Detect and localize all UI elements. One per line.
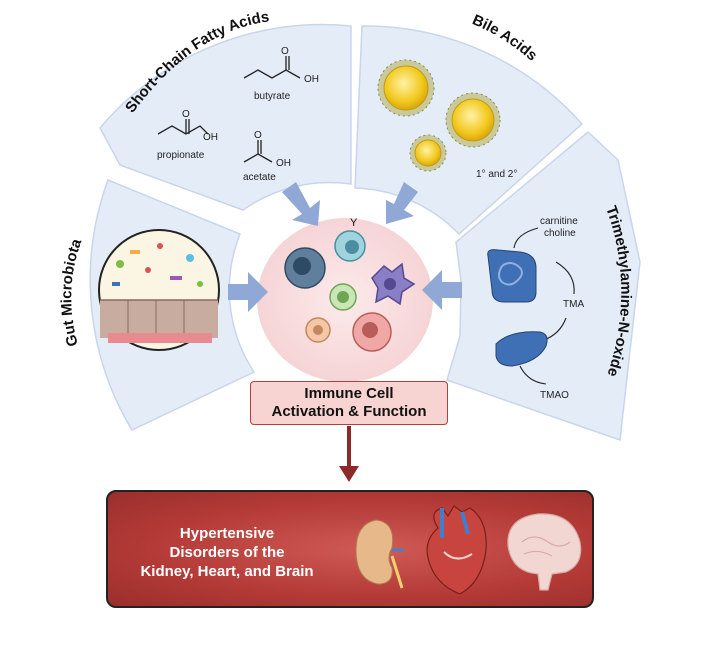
immune-cell-b-cell: [334, 230, 366, 262]
immune-activation-line-1: Immune Cell: [304, 385, 394, 402]
arrow-from-bile: [386, 182, 418, 224]
immune-cell-neutrophil: [352, 312, 392, 352]
liver-icon: [495, 331, 548, 367]
tmao-panel: [446, 131, 641, 442]
immune-activation-line-2: Activation & Function: [271, 403, 427, 420]
acetate-label: acetate: [243, 172, 276, 183]
scfa-panel: [99, 23, 352, 211]
propionate-structure: [157, 119, 209, 135]
immune-cell-macrophage: [284, 247, 326, 289]
immune-activation-box: Immune Cell Activation & Function: [250, 381, 448, 425]
immune-cell-dendritic: [371, 262, 416, 306]
down-arrow-head: [339, 466, 359, 482]
propionate-label: propionate: [157, 150, 205, 161]
arrow-from-scfa: [282, 182, 320, 226]
kidney-icon: [355, 519, 404, 589]
heart-icon: [426, 505, 487, 595]
arrow-from-tmao: [422, 270, 462, 310]
bile-note: 1° and 2°: [476, 169, 517, 180]
acetate-oh: OH: [276, 158, 291, 169]
tmao-arrow-2: [555, 261, 575, 295]
arrow-from-gut: [228, 272, 268, 312]
tma-label: TMA: [563, 299, 584, 310]
gut-microbiota-illustration: [98, 229, 220, 351]
outcome-line-2: Disorders of the: [169, 544, 285, 561]
outcome-line-1: Hypertensive: [179, 525, 275, 542]
butyrate-o: O: [281, 46, 289, 57]
propionate-o: O: [182, 109, 190, 120]
bile-acid-particle-large: [377, 59, 435, 117]
butyrate-oh: OH: [304, 74, 319, 85]
bile-acid-particle-medium: [445, 92, 501, 148]
acetate-o: O: [254, 130, 262, 141]
butyrate-structure: [243, 56, 301, 79]
tmao-arrow-1: [513, 227, 539, 249]
butyrate-label: butyrate: [254, 91, 291, 102]
tmao-arrow-4: [519, 365, 547, 385]
intestine-icon: [487, 249, 537, 303]
outcome-panel: Hypertensive Disorders of the Kidney, He…: [106, 490, 594, 608]
brain-icon: [507, 513, 582, 591]
organ-illustrations: [355, 505, 582, 595]
gut-title: Gut Microbiota: [58, 236, 85, 348]
acetate-structure: [243, 140, 273, 163]
outcome-line-3: Kidney, Heart, and Brain: [140, 563, 314, 580]
choline-label: choline: [544, 228, 576, 239]
immune-cell-monocyte: [305, 317, 331, 343]
tmao-label: TMAO: [540, 390, 569, 401]
antibody-icon: Y: [350, 217, 358, 229]
outcome-text: Hypertensive Disorders of the Kidney, He…: [122, 524, 332, 581]
bile-acid-particle-small: [409, 134, 447, 172]
carnitine-label: carnitine: [540, 216, 578, 227]
propionate-oh: OH: [203, 132, 218, 143]
immune-cell-t-cell: [329, 283, 357, 311]
